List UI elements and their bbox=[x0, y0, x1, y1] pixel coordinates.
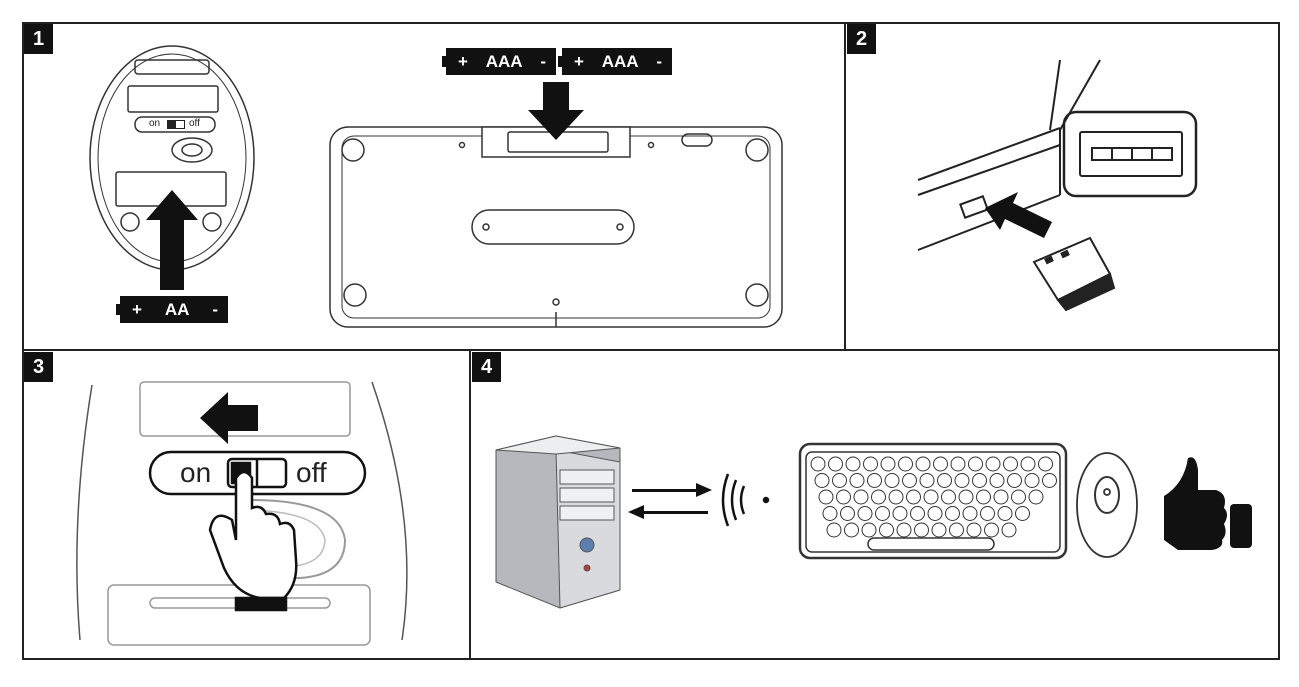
two-way-arrows-icon bbox=[628, 483, 712, 519]
switch-slider-icon bbox=[167, 120, 185, 129]
switch-on-label: on bbox=[149, 118, 161, 129]
insert-arrow-down-icon bbox=[528, 82, 584, 140]
battery-plus: + bbox=[574, 52, 584, 71]
wireless-signal-icon bbox=[721, 473, 770, 527]
small-power-switch: on off bbox=[137, 118, 213, 132]
large-switch-off-label: off bbox=[296, 457, 327, 488]
battery-plus: + bbox=[458, 52, 468, 71]
keyboard-icon bbox=[798, 442, 1068, 560]
step-number-1: 1 bbox=[24, 24, 53, 54]
mouse-switch-closeup-icon bbox=[76, 381, 408, 646]
vertical-divider-bottom bbox=[469, 350, 471, 660]
insert-arrow-up-icon bbox=[146, 190, 198, 290]
computer-tower-icon bbox=[495, 435, 621, 609]
usb-receiver-icon bbox=[1032, 236, 1116, 312]
pointing-hand-icon bbox=[208, 470, 298, 612]
battery-minus: - bbox=[656, 52, 662, 71]
vertical-divider-top bbox=[844, 22, 846, 350]
step-number-4: 4 bbox=[472, 352, 501, 382]
aaa-battery-label-1: + AAA - bbox=[442, 48, 556, 75]
battery-minus: - bbox=[540, 52, 546, 71]
large-switch-on-label: on bbox=[180, 457, 212, 488]
step-number-2: 2 bbox=[847, 24, 876, 54]
mouse-icon bbox=[1076, 452, 1138, 558]
usb-insert-arrow-icon bbox=[985, 192, 1052, 238]
keyboard-bottom-icon bbox=[329, 126, 783, 328]
horizontal-divider bbox=[22, 349, 1280, 351]
battery-type: AAA bbox=[485, 52, 523, 71]
switch-arrow-left-icon bbox=[200, 392, 258, 444]
usb-port-closeup-icon bbox=[1062, 110, 1198, 198]
aaa-battery-label-2: + AAA - bbox=[558, 48, 672, 75]
battery-plus: + bbox=[132, 300, 142, 319]
battery-minus: - bbox=[212, 300, 218, 319]
step-number-3: 3 bbox=[24, 352, 53, 382]
laptop-side-icon bbox=[917, 59, 1101, 251]
instruction-frame bbox=[22, 22, 1280, 660]
battery-type: AAA bbox=[601, 52, 639, 71]
switch-off-label: off bbox=[189, 118, 200, 129]
battery-type: AA bbox=[164, 300, 190, 319]
thumbs-up-icon bbox=[1164, 457, 1252, 550]
aa-battery-label: + AA - bbox=[116, 296, 228, 323]
